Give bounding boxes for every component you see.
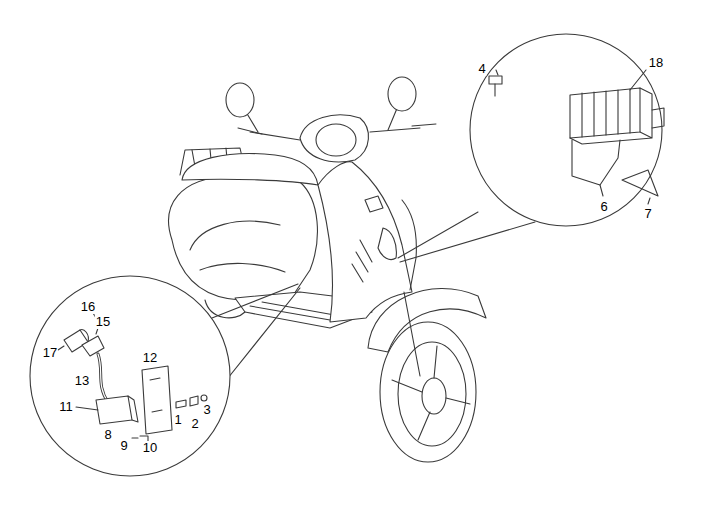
callout-number: 9 (119, 439, 128, 453)
callout-number: 12 (142, 351, 158, 365)
callout-number: 2 (190, 417, 199, 431)
callout-number: 1 (173, 413, 182, 427)
callout-number: 4 (477, 62, 486, 76)
callout-number: 17 (42, 346, 58, 360)
callout-number: 16 (80, 300, 96, 314)
callout-number: 6 (599, 200, 608, 214)
callout-number: 8 (103, 428, 112, 442)
callout-number: 11 (58, 400, 74, 414)
callout-number: 13 (74, 374, 90, 388)
callout-number: 3 (202, 403, 211, 417)
callout-number: 15 (95, 315, 111, 329)
callout-number: 10 (142, 441, 158, 455)
callout-number: 18 (648, 56, 664, 70)
callout-number: 7 (643, 207, 652, 221)
